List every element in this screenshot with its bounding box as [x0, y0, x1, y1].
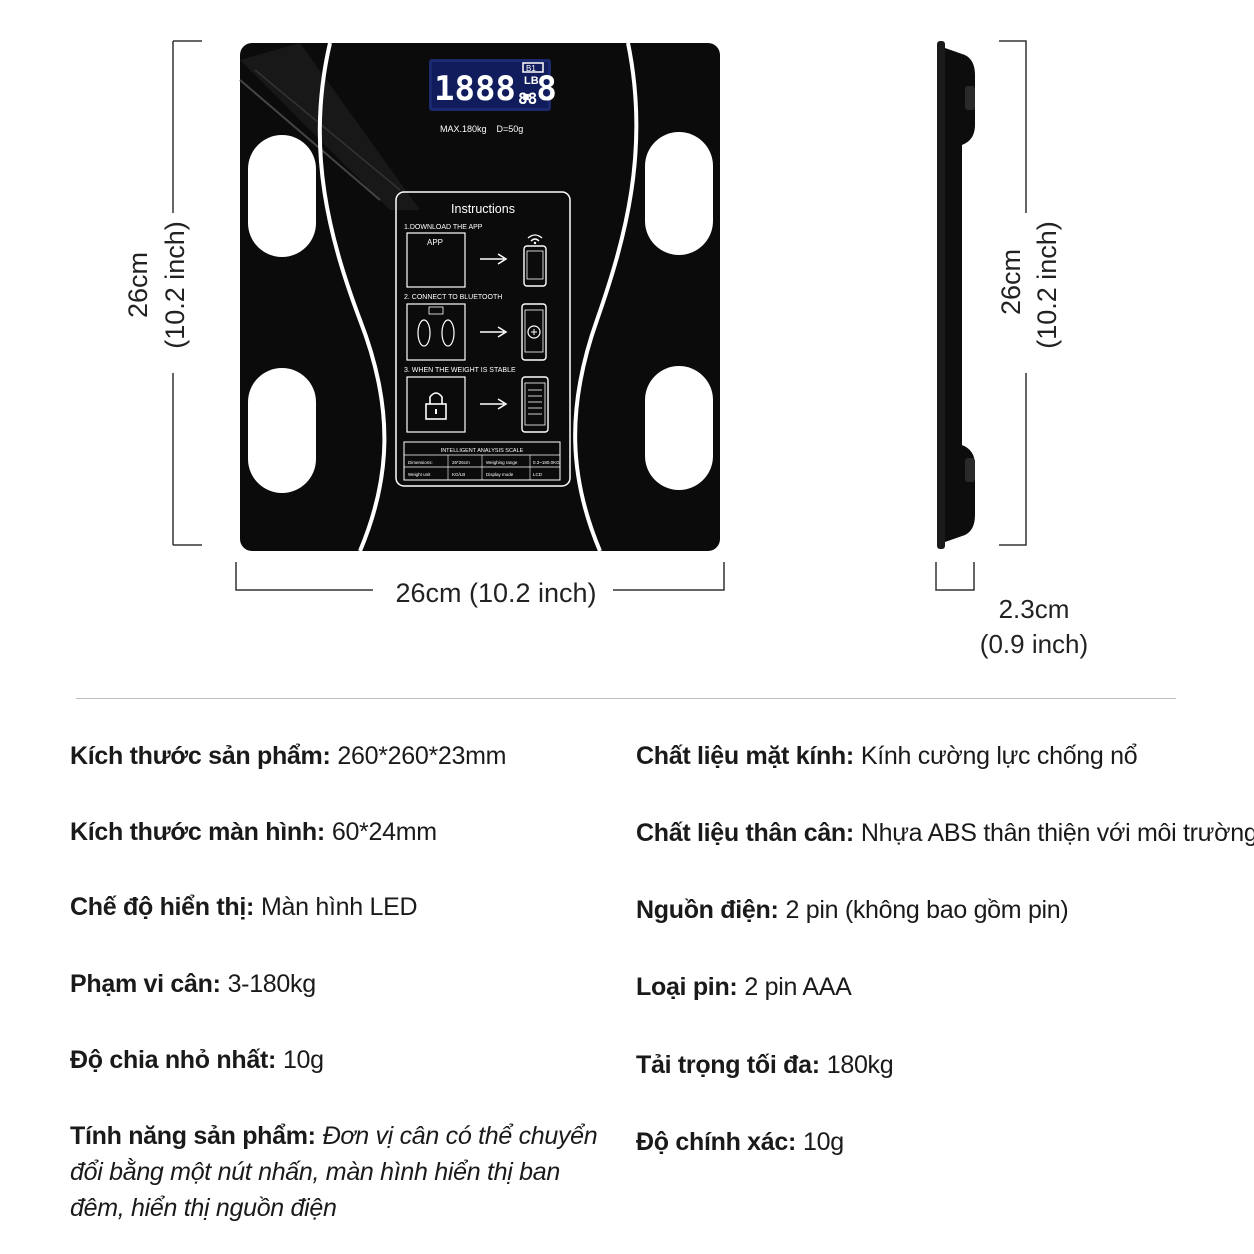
spec-value: Màn hình LED — [261, 893, 418, 921]
side-height-inch-label: (10.2 inch) — [1032, 221, 1062, 349]
spec-min-division: Độ chia nhỏ nhất: 10g — [70, 1042, 324, 1078]
phone-bluetooth-icon — [521, 303, 547, 361]
spec-weighing-range: Phạm vi cân: 3-180kg — [70, 966, 316, 1002]
lcd-display: 1888.8 B1 LB 88 — [429, 59, 557, 111]
spec-label: Chế độ hiển thị: — [70, 893, 255, 921]
spec-product-size: Kích thước sản phẩm: 260*260*23mm — [70, 738, 506, 774]
instructions-panel: Instructions 1.DOWNLOAD THE APP APP 2. C… — [395, 191, 571, 487]
thickness-dimension — [935, 562, 975, 591]
app-label: APP — [427, 238, 443, 247]
spec-table-cell: Dimensions: — [408, 460, 433, 465]
instruction-step-1: 1.DOWNLOAD THE APP — [404, 224, 483, 231]
spec-label: Tính năng sản phẩm: — [70, 1122, 316, 1150]
spec-value: 10g — [802, 1128, 844, 1156]
spec-body-material: Chất liệu thân cân: Nhựa ABS thân thiện … — [636, 815, 1254, 851]
spec-table-cell: Display mode — [486, 472, 514, 477]
spec-label: Tải trọng tối đa: — [636, 1051, 820, 1079]
spec-max-load: Tải trọng tối đa: 180kg — [636, 1047, 894, 1083]
instructions-title: Instructions — [451, 202, 515, 216]
lcd-digits: 1888.8 — [434, 69, 557, 109]
side-height-dimension — [999, 40, 1027, 546]
spec-table-cell: 0.3~180.0KG — [533, 460, 560, 465]
phone-icon — [523, 245, 547, 287]
phone-result-icon — [521, 376, 549, 433]
arrow-icon — [480, 398, 508, 410]
spec-label: Chất liệu thân cân: — [636, 819, 854, 847]
spec-value: 2 pin (không bao gồm pin) — [785, 896, 1069, 924]
spec-table-cell: Weighing range — [486, 460, 518, 465]
spec-value: 180kg — [826, 1051, 894, 1079]
front-width-dimension — [235, 562, 725, 591]
arrow-icon — [480, 326, 508, 338]
spec-value: Nhựa ABS thân thiện với môi trường — [860, 819, 1254, 847]
section-divider — [76, 698, 1176, 699]
front-width-label: 26cm (10.2 inch) — [395, 578, 596, 608]
spec-power-source: Nguồn điện: 2 pin (không bao gồm pin) — [636, 892, 1069, 928]
spec-table-cell: KG/LB — [452, 472, 465, 477]
product-figure: 1888.8 B1 LB 88 MAX.180kg D=50g Instruct… — [123, 40, 1088, 659]
scale-illustration: 1888.8 B1 LB 88 MAX.180kg D=50g Instruct… — [123, 40, 1088, 659]
spec-value: 3-180kg — [227, 970, 317, 998]
lcd-unit: LB — [524, 75, 539, 87]
spec-table-cell: 26*26cm — [452, 460, 470, 465]
spec-screen-size: Kích thước màn hình: 60*24mm — [70, 814, 437, 850]
scale-side-view — [937, 41, 975, 549]
spec-value: 2 pin AAA — [744, 973, 852, 1001]
spec-label: Kích thước màn hình: — [70, 818, 325, 846]
spec-value: Kính cường lực chống nổ — [860, 742, 1138, 770]
spec-label: Độ chia nhỏ nhất: — [70, 1046, 276, 1074]
wifi-icon — [527, 234, 543, 245]
instruction-step-3: 3. WHEN THE WEIGHT IS STABLE — [404, 367, 516, 374]
spec-label: Phạm vi cân: — [70, 970, 221, 998]
spec-table-cell: Weight unit — [408, 472, 431, 477]
spec-label: Loại pin: — [636, 973, 738, 1001]
spec-label: Độ chính xác: — [636, 1128, 797, 1156]
scale-front-view: 1888.8 B1 LB 88 MAX.180kg D=50g Instruct… — [239, 42, 720, 552]
thickness-inch-label: (0.9 inch) — [980, 629, 1088, 659]
spec-product-features: Tính năng sản phẩm: Đơn vị cân có thể ch… — [70, 1118, 610, 1226]
lock-icon — [425, 392, 447, 420]
spec-glass-material: Chất liệu mặt kính: Kính cường lực chống… — [636, 738, 1138, 774]
lcd-small-digits: 88 — [518, 89, 537, 108]
spec-label: Chất liệu mặt kính: — [636, 742, 854, 770]
spec-label: Kích thước sản phẩm: — [70, 742, 331, 770]
spec-table: INTELLIGENT ANALYSIS SCALE Dimensions: 2… — [403, 441, 561, 481]
front-height-dimension — [172, 40, 202, 546]
instruction-step-2: 2. CONNECT TO BLUETOOTH — [404, 294, 502, 301]
spec-label: Nguồn điện: — [636, 896, 779, 924]
spec-value: 10g — [282, 1046, 324, 1074]
spec-table-title: INTELLIGENT ANALYSIS SCALE — [441, 448, 524, 454]
spec-display-mode: Chế độ hiển thị: Màn hình LED — [70, 889, 418, 925]
front-height-label: 26cm — [123, 252, 153, 318]
spec-accuracy: Độ chính xác: 10g — [636, 1124, 844, 1160]
arrow-icon — [480, 253, 508, 265]
spec-value: Đơn vị cân có thể chuyển đổi bằng một nú… — [70, 1122, 598, 1222]
spec-table-cell: LCD — [533, 472, 543, 477]
spec-value: 260*260*23mm — [337, 742, 507, 770]
spec-value: 60*24mm — [331, 818, 437, 846]
front-height-inch-label: (10.2 inch) — [160, 221, 190, 349]
lcd-battery: B1 — [526, 64, 536, 73]
spec-battery-type: Loại pin: 2 pin AAA — [636, 969, 852, 1005]
scale-capacity-text: MAX.180kg D=50g — [440, 124, 523, 134]
side-height-label: 26cm — [996, 249, 1026, 315]
feet-icon — [417, 306, 455, 347]
thickness-label: 2.3cm — [999, 594, 1070, 624]
